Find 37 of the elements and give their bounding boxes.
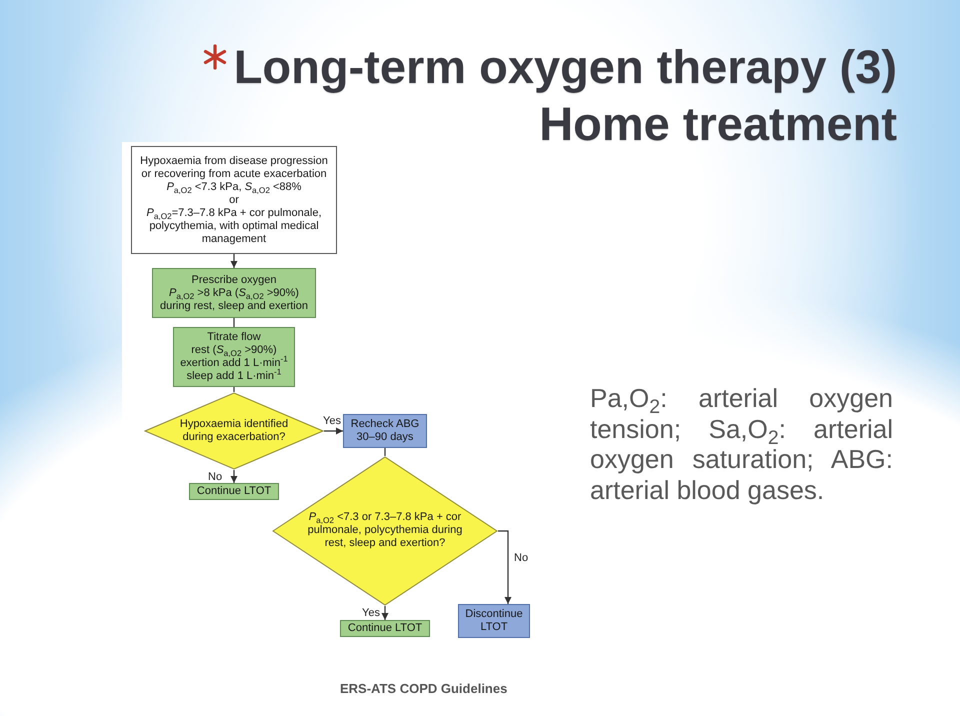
arrow [230, 470, 238, 483]
box-text: Discontinue LTOT [464, 608, 524, 634]
box-text: sleep add 1 L·min$^{-1}$ [186, 370, 282, 383]
process-box [340, 620, 430, 637]
process-box [343, 414, 427, 448]
condition-box [131, 146, 337, 254]
process-box [189, 483, 279, 500]
box-text: Continue LTOT [196, 485, 272, 498]
box-text: P$_{a,O2}$ <7.3 kPa, S$_{a,O2}$ <88% [166, 180, 302, 194]
box-text: exertion add 1 L·min$^{-1}$ [180, 357, 288, 369]
footer-text: ERS-ATS COPD Guidelines [340, 681, 508, 696]
slide-title: Long-term oxygen therapy (3) Home treatment [232, 39, 897, 152]
definitions-note: Pa,O$_{2}$: arterial oxygen tension; Sa,O$_{2}$: arterial oxygen saturation; ABG: arterial blood gases. [590, 383, 893, 505]
edge-label: Yes [323, 415, 341, 427]
decision-diamond [272, 456, 498, 606]
box-text: Prescribe oxygen [192, 274, 276, 286]
arrow [498, 530, 512, 604]
box-text: Continue LTOT [348, 622, 422, 635]
edge-label: No [514, 552, 528, 564]
box-text: or [229, 194, 239, 206]
box-text: P$_{a,O2}$ >8 kPa (S$_{a,O2}$ >90%) during rest, sleep and exertion [159, 286, 309, 312]
process-box [173, 327, 295, 387]
decision-text: Hypoxaemia identified during exacerbation? [178, 418, 290, 444]
box-text: P$_{a,O2}$=7.3–7.8 kPa + cor pulmonale, polycythemia, with optimal medical management [145, 206, 323, 246]
box-text: rest (S$_{a,O2}$ >90%) [191, 344, 277, 357]
edge-label: Yes [362, 607, 380, 619]
arrow [324, 428, 343, 434]
process-box [458, 604, 530, 638]
box-text: Recheck ABG 30–90 days [350, 418, 420, 444]
edge-label: No [208, 471, 222, 483]
decision-diamond [144, 392, 324, 470]
process-box [152, 268, 316, 318]
arrow [230, 254, 238, 268]
arrow [382, 606, 388, 620]
box-text: Hypoxaemia from disease progression or recovering from acute exacerbation [139, 154, 329, 180]
box-text: Titrate flow [207, 331, 261, 344]
decision-text: P$_{a,O2}$ <7.3 or 7.3–7.8 kPa + cor pulmonale, polycythemia during rest, sleep and exertion? [306, 510, 464, 550]
